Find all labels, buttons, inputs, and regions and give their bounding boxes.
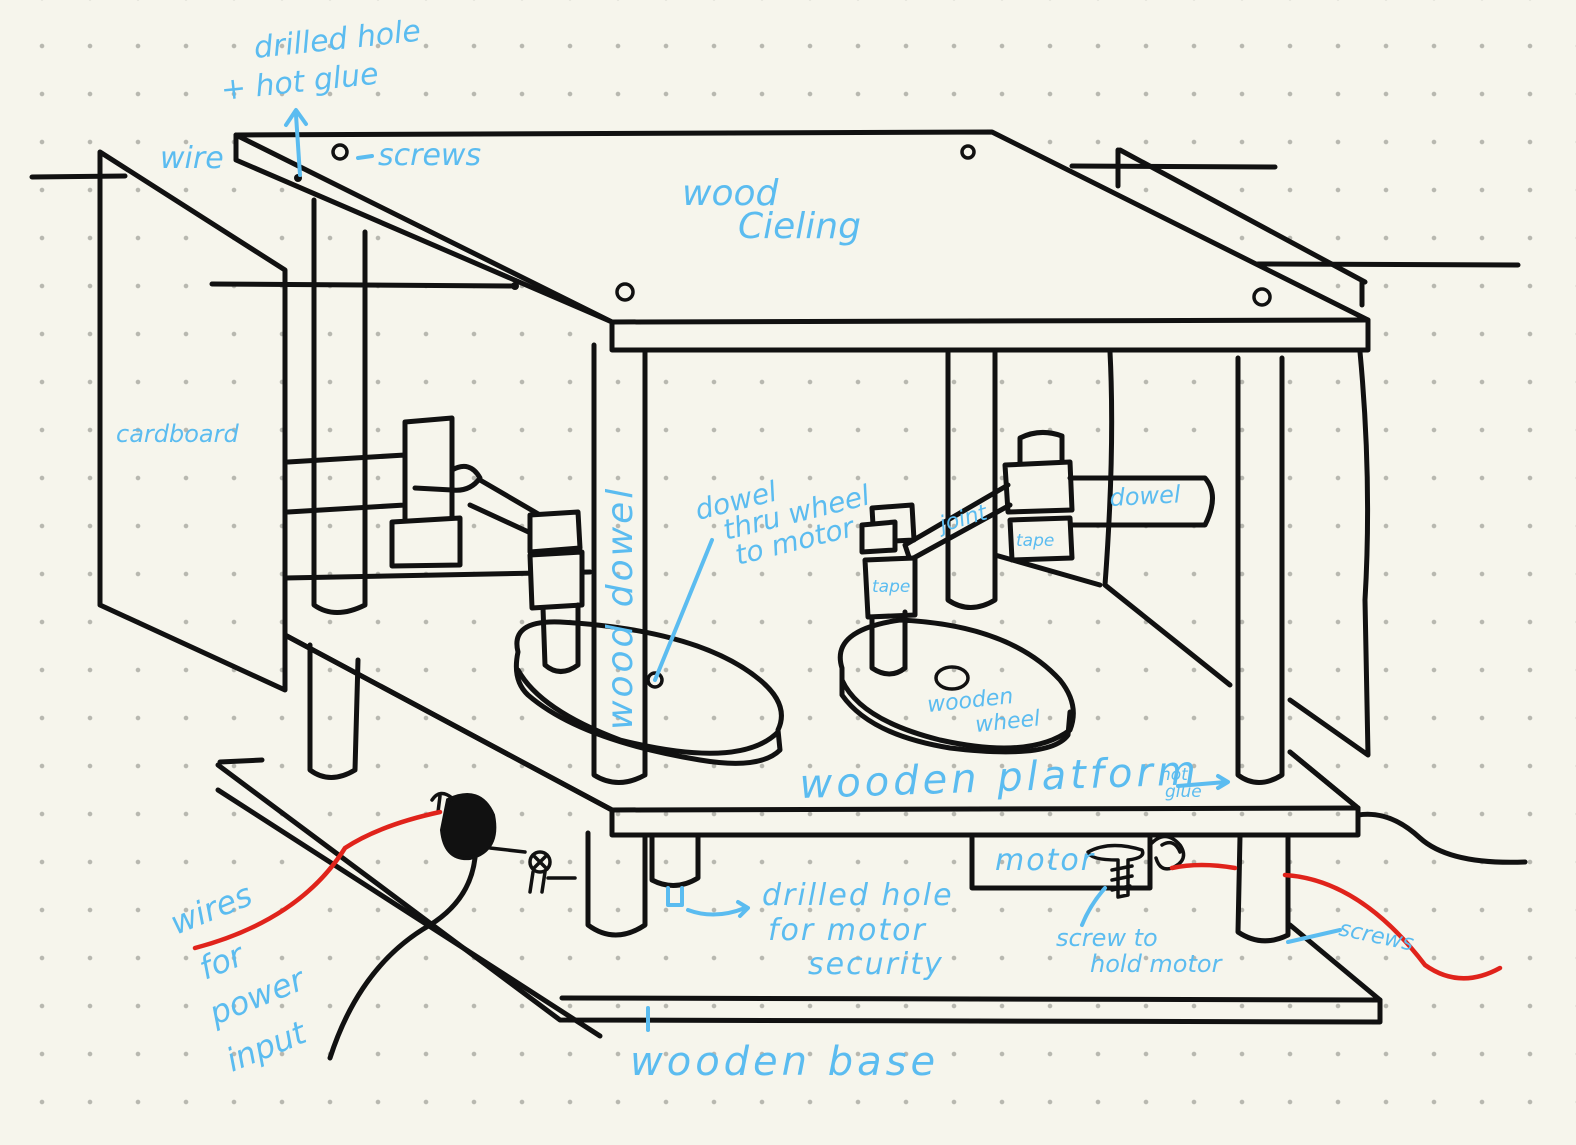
label-drilled-hole-1: drilled hole <box>762 878 954 913</box>
label-screws-bottom: screws <box>1337 916 1416 956</box>
label-wires-2: for <box>194 935 251 987</box>
label-cardboard: cardboard <box>116 420 239 448</box>
right-arm <box>862 432 1213 674</box>
label-dowel-right: dowel <box>1109 480 1182 512</box>
label-drilled-hole-2: for motor <box>768 913 927 948</box>
label-tape-center: tape <box>872 577 910 597</box>
label-wood-dowel: wood dowel <box>600 486 641 730</box>
left-wheel <box>516 622 781 763</box>
power-jack <box>330 793 575 1058</box>
label-screw-hold-1: screw to <box>1056 924 1158 952</box>
right-wheel <box>840 620 1073 752</box>
label-motor: motor <box>995 843 1095 878</box>
label-hot-glue-2: glue <box>1165 782 1202 802</box>
label-drilled-hole-top: drilled hole <box>252 14 422 66</box>
label-hot-glue-top: + hot glue <box>219 57 380 108</box>
label-wooden-base: wooden base <box>630 1039 939 1085</box>
label-screws-top: screws <box>378 138 481 173</box>
label-wooden-platform: wooden platform <box>799 748 1201 808</box>
label-drilled-hole-3: security <box>808 947 944 982</box>
label-wire: wire <box>160 141 224 176</box>
left-arm <box>288 418 582 672</box>
label-ceiling: Cieling <box>738 206 861 247</box>
label-screw-hold-2: hold motor <box>1090 950 1224 978</box>
label-tape-right: tape <box>1016 531 1054 551</box>
